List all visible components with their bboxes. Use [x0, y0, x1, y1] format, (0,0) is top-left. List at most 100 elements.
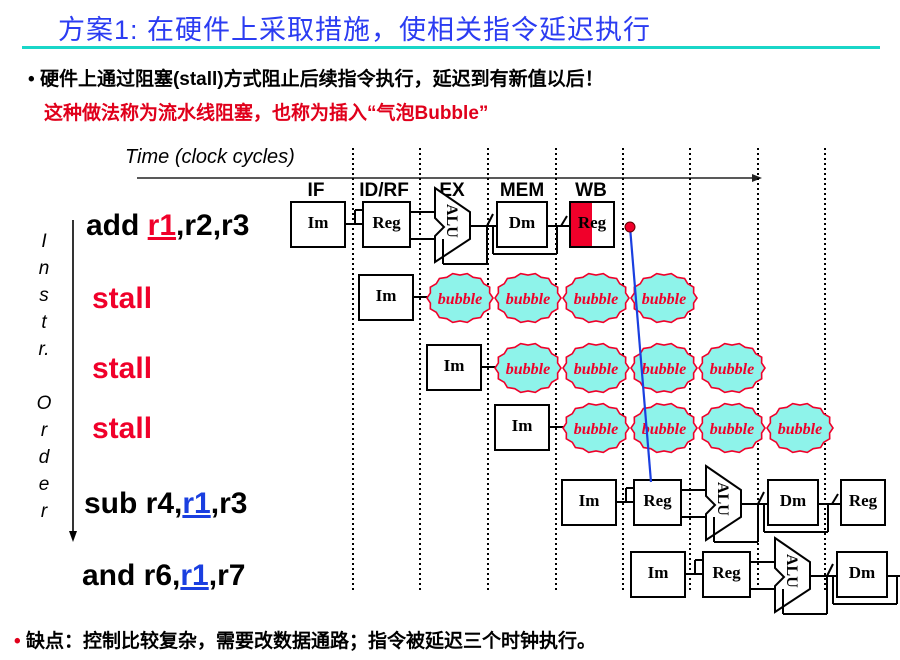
- bubble-label: bubble: [574, 421, 618, 438]
- bubble-label: bubble: [438, 291, 482, 308]
- stage-label: IF: [308, 180, 325, 201]
- register-file: Reg: [702, 551, 751, 598]
- order-letter: d: [38, 447, 50, 468]
- bubble-shape: [562, 272, 630, 324]
- instr-mem-frame: [358, 274, 414, 321]
- instr-mem-label: Im: [579, 491, 600, 510]
- order-letter: r: [40, 501, 48, 522]
- footer-text: 缺点：控制比较复杂，需要改数据通路；指令被延迟三个时钟执行。: [25, 631, 596, 652]
- wb-highlight: [570, 202, 592, 247]
- register-file: Reg: [362, 201, 411, 248]
- data-mem-frame: [836, 551, 888, 598]
- instruction-label: sub r4,r1,r3: [84, 487, 248, 520]
- order-letter: r.: [38, 339, 50, 360]
- bubble-shape: [630, 272, 698, 324]
- writeback-dot: [624, 221, 636, 233]
- data-mem: Dm: [767, 479, 819, 526]
- alu-label: ALU: [443, 204, 460, 238]
- register-r1: r1: [182, 487, 211, 520]
- instr-mem: Im: [561, 479, 617, 526]
- bullet-1: • 硬件上通过阻塞(stall)方式阻止后续指令执行，延迟到有新值以后！: [28, 69, 604, 90]
- bubble-label: bubble: [574, 361, 618, 378]
- time-axis-label: Time (clock cycles): [125, 146, 295, 168]
- bubble-shape: [494, 342, 562, 394]
- bubble-label: bubble: [642, 361, 686, 378]
- data-mem: Dm: [496, 201, 548, 248]
- footer-bullet: •: [14, 631, 21, 652]
- bubble: bubble: [698, 402, 766, 454]
- instr-mem-label: Im: [512, 416, 533, 435]
- bubble-label: bubble: [642, 421, 686, 438]
- datapath-wire: [757, 491, 765, 505]
- instr-mem: Im: [290, 201, 346, 248]
- bubble-shape: [562, 402, 630, 454]
- bubble: bubble: [562, 272, 630, 324]
- register-file-label: Reg: [712, 563, 741, 582]
- bubble: bubble: [630, 272, 698, 324]
- bubble-label: bubble: [778, 421, 822, 438]
- alu-label: ALU: [714, 482, 731, 516]
- title-divider: [22, 46, 880, 49]
- bubble: bubble: [426, 272, 494, 324]
- register-file-wb: Reg: [569, 201, 615, 248]
- stall-label: stall: [92, 352, 153, 385]
- register-file-frame: [362, 201, 411, 248]
- instr-mem: Im: [494, 404, 550, 451]
- register-file-frame: [702, 551, 751, 598]
- bubble: bubble: [494, 272, 562, 324]
- instruction-label: add r1,r2,r3: [86, 209, 250, 242]
- data-mem-frame: [767, 479, 819, 526]
- dependency-line: [628, 226, 653, 483]
- order-axis-arrowhead: [69, 531, 77, 542]
- instr-mem-frame: [290, 201, 346, 248]
- alu-unit: ALU: [774, 536, 811, 614]
- data-mem-label: Dm: [849, 563, 875, 582]
- slide-title: 方案1: 在硬件上采取措施，使相关指令延迟执行: [58, 15, 652, 45]
- instr-mem-frame: [494, 404, 550, 451]
- register-file-wb-frame: [840, 479, 886, 526]
- bubble: bubble: [766, 402, 834, 454]
- datapath-wire: [486, 213, 494, 227]
- register-file-label: Reg: [643, 491, 672, 510]
- bubble: bubble: [630, 342, 698, 394]
- order-letter: s: [39, 285, 49, 306]
- data-mem: Dm: [836, 551, 888, 598]
- instr-mem: Im: [630, 551, 686, 598]
- bubble: bubble: [630, 402, 698, 454]
- order-letter: n: [38, 258, 50, 279]
- stage-label: WB: [575, 180, 607, 201]
- order-letter: O: [36, 393, 52, 414]
- register-file-wb-label: Reg: [578, 213, 607, 232]
- register-file-wb-label: Reg: [849, 491, 878, 510]
- bubble-label: bubble: [642, 291, 686, 308]
- bubble-shape: [562, 342, 630, 394]
- instruction-label: and r6,r1,r7: [82, 559, 246, 592]
- bubble: bubble: [698, 342, 766, 394]
- bubble: bubble: [562, 342, 630, 394]
- instr-mem-label: Im: [648, 563, 669, 582]
- bubble: bubble: [562, 402, 630, 454]
- bullet-1-text: 硬件上通过阻塞(stall)方式阻止后续指令执行，延迟到有新值以后！: [39, 69, 604, 90]
- stage-label: MEM: [500, 180, 544, 201]
- order-letter: I: [41, 231, 47, 252]
- instr-mem-label: Im: [376, 286, 397, 305]
- bubble-label: bubble: [710, 421, 754, 438]
- instr-mem: Im: [426, 344, 482, 391]
- order-letter: r: [40, 420, 48, 441]
- datapath-wire: [831, 493, 839, 505]
- data-mem-frame: [496, 201, 548, 248]
- bubble-shape: [766, 402, 834, 454]
- alu-unit: ALU: [434, 186, 471, 264]
- alu-unit: ALU: [705, 464, 742, 542]
- instr-mem-frame: [630, 551, 686, 598]
- bubble-shape: [426, 272, 494, 324]
- instr-mem-label: Im: [308, 213, 329, 232]
- register-r1: r1: [147, 209, 177, 242]
- data-mem-label: Dm: [509, 213, 535, 232]
- footer-note: • 缺点：控制比较复杂，需要改数据通路；指令被延迟三个时钟执行。: [14, 626, 596, 653]
- order-letter: t: [41, 312, 47, 333]
- datapath-wire: [560, 215, 568, 227]
